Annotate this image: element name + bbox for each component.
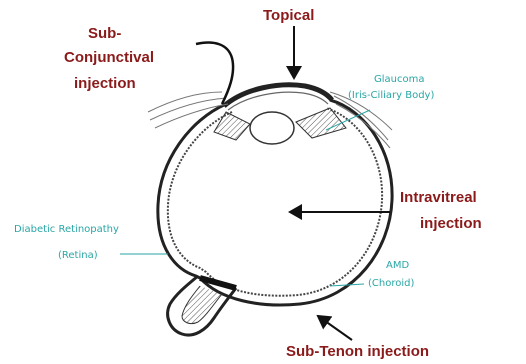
topical-label: Topical: [263, 7, 314, 24]
eye-globe: [148, 85, 392, 335]
intravitreal-label-2: injection: [420, 215, 482, 232]
lens: [250, 112, 294, 144]
glaucoma-label-2: (Iris-Ciliary Body): [348, 90, 434, 101]
subconjunctival-needle: [196, 43, 233, 104]
subconjunctival-label-1: Sub-: [88, 25, 121, 42]
amd-label-2: (Choroid): [368, 278, 414, 289]
subtenon-label: Sub-Tenon injection: [286, 343, 429, 360]
diabetic-label-1: Diabetic Retinopathy: [14, 224, 119, 235]
amd-label-1: AMD: [386, 260, 409, 271]
glaucoma-label-1: Glaucoma: [374, 74, 424, 85]
intravitreal-label-1: Intravitreal: [400, 189, 477, 206]
subconjunctival-label-3: injection: [74, 75, 136, 92]
subconjunctival-label-2: Conjunctival: [64, 49, 154, 66]
iris-left: [214, 112, 250, 140]
subtenon-arrow: [318, 316, 352, 340]
diabetic-label-2: (Retina): [58, 250, 98, 261]
arrows: [196, 26, 390, 340]
